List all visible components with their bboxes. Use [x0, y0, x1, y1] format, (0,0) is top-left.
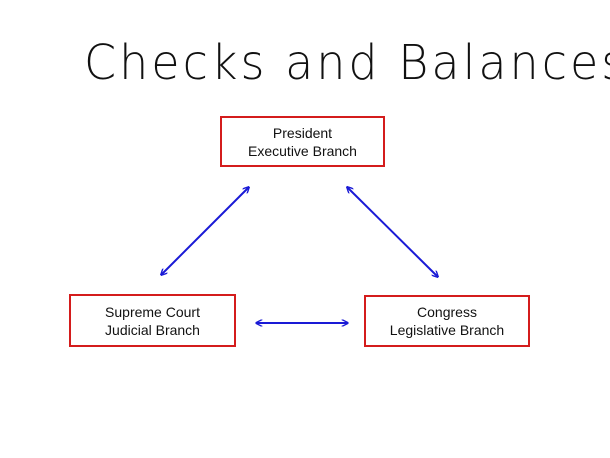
judicial-branch-box: Supreme Court Judicial Branch	[69, 294, 236, 347]
executive-branch-name-label: Executive Branch	[248, 142, 357, 159]
executive-branch-leader-label: President	[272, 124, 333, 141]
judicial-branch-name-label: Judicial Branch	[105, 321, 200, 338]
diagram-title: Checks and Balances	[84, 34, 610, 91]
legislative-branch-leader-label: Congress	[417, 304, 477, 320]
legislative-branch-box: Congress Legislative Branch	[364, 295, 530, 347]
executive-branch-box: President Executive Branch	[220, 116, 385, 167]
judicial-branch-leader-label: Supreme Court	[105, 303, 200, 320]
legislative-branch-name-label: Legislative Branch	[389, 322, 505, 338]
arrow-executive-judicial	[161, 187, 249, 275]
arrow-executive-legislative	[347, 187, 438, 277]
